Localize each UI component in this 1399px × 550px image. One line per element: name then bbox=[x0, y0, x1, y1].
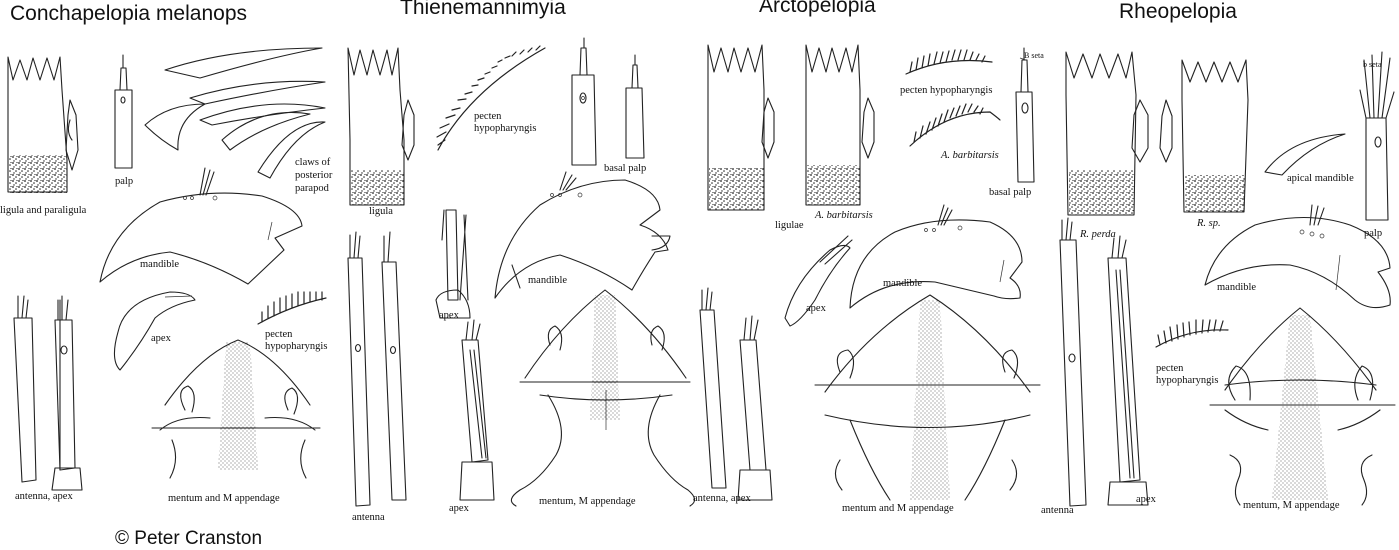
label-mandible: mandible bbox=[1217, 282, 1257, 293]
title-arctopelopia: Arctopelopia bbox=[759, 0, 876, 17]
label-mandible: mandible bbox=[140, 259, 180, 270]
label-ligula-and-paraligula: ligula and paraligula bbox=[0, 205, 87, 216]
antenna-drawing bbox=[13, 295, 83, 491]
label-basal-palp: basal palp bbox=[989, 187, 1032, 198]
label-apex-upper: apex bbox=[439, 310, 459, 321]
arctopelopia-drawings bbox=[699, 44, 1041, 501]
pecten-drawing bbox=[905, 49, 993, 75]
label-pecten-line2: hypopharyngis bbox=[474, 123, 537, 134]
antenna-drawing bbox=[699, 287, 773, 501]
mentum-drawing bbox=[1209, 307, 1396, 506]
label-mentum: mentum, M appendage bbox=[539, 496, 636, 507]
ligula-drawing bbox=[347, 47, 415, 206]
label-claws-line2: posterior bbox=[295, 170, 333, 181]
label-r-sp-text: R. sp. bbox=[1197, 218, 1221, 229]
label-b-seta: b seta bbox=[1363, 60, 1382, 69]
barbitarsis-pecten-drawing bbox=[909, 103, 1001, 147]
label-r-sp: R. sp. bbox=[1197, 218, 1221, 230]
label-claws-line1: claws of bbox=[295, 157, 331, 168]
rheopelopia-drawings bbox=[1059, 51, 1396, 507]
label-apex: apex bbox=[1136, 494, 1156, 505]
antenna-drawing bbox=[347, 231, 407, 507]
title-rheopelopia: Rheopelopia bbox=[1119, 0, 1237, 23]
mandible-drawing bbox=[849, 204, 1023, 309]
pecten-drawing bbox=[257, 291, 327, 325]
ligula-r-sp-drawing bbox=[1159, 59, 1249, 213]
label-mentum: mentum, M appendage bbox=[1243, 500, 1340, 511]
ligula-drawing bbox=[7, 56, 79, 193]
label-pecten-hypopharyngis: pecten hypopharyngis bbox=[900, 85, 993, 96]
claws-drawing bbox=[144, 47, 326, 179]
title-conchapelopia: Conchapelopia melanops bbox=[10, 2, 247, 25]
title-thienemannimyia: Thienemannimyia bbox=[400, 0, 566, 19]
label-mandible: mandible bbox=[883, 278, 923, 289]
antenna-drawing bbox=[1059, 217, 1149, 507]
label-ligula: ligula bbox=[369, 206, 393, 217]
label-barbitarsis-pecten-text: A. barbitarsis bbox=[941, 150, 999, 161]
mentum-drawing bbox=[814, 294, 1041, 501]
pecten-drawing bbox=[436, 45, 546, 151]
basal-palp-drawing bbox=[571, 37, 645, 166]
label-antenna-apex: antenna, apex bbox=[693, 493, 751, 504]
apex-lower-drawing bbox=[459, 319, 495, 501]
label-palp: palp bbox=[1364, 228, 1383, 239]
label-palp: palp bbox=[115, 176, 134, 187]
label-b-seta: B seta bbox=[1024, 51, 1044, 60]
thienemannimyia-drawings bbox=[347, 37, 696, 507]
mandible-drawing bbox=[494, 171, 671, 299]
label-mandible: mandible bbox=[528, 275, 568, 286]
mentum-drawing bbox=[510, 289, 696, 507]
label-antenna: antenna bbox=[352, 512, 385, 523]
palp-drawing bbox=[114, 54, 133, 169]
ligulae-drawing bbox=[707, 44, 875, 211]
apex-drawing bbox=[784, 235, 853, 327]
label-r-perda-text: R. perda bbox=[1080, 229, 1116, 240]
label-basal-palp: basal palp bbox=[604, 163, 647, 174]
apical-mandible-drawing bbox=[1264, 133, 1346, 176]
label-antenna-apex: antenna, apex bbox=[15, 491, 73, 502]
mandible-drawing bbox=[1204, 204, 1391, 309]
label-pecten-line1: pecten bbox=[474, 111, 502, 122]
mandible-drawing bbox=[99, 167, 303, 285]
label-pecten-line1: pecten bbox=[1156, 363, 1184, 374]
copyright-notice: © Peter Cranston bbox=[115, 528, 263, 549]
basal-palp-drawing bbox=[1015, 47, 1035, 183]
label-apex-lower: apex bbox=[449, 503, 469, 514]
apex-drawing bbox=[113, 291, 196, 371]
mentum-drawing bbox=[151, 339, 321, 479]
label-barbitarsis-ligula: A. barbitarsis bbox=[815, 210, 873, 222]
label-apical-mandible: apical mandible bbox=[1287, 173, 1354, 184]
label-ligulae: ligulae bbox=[775, 220, 804, 231]
label-mentum: mentum and M appendage bbox=[168, 493, 280, 504]
label-apex: apex bbox=[151, 333, 171, 344]
label-claws-line3: parapod bbox=[295, 183, 329, 194]
label-pecten-line2: hypopharyngis bbox=[1156, 375, 1219, 386]
ligula-r-perda-drawing bbox=[1065, 51, 1149, 216]
pecten-drawing bbox=[1155, 319, 1229, 348]
label-barbitarsis-ligula-text: A. barbitarsis bbox=[815, 210, 873, 221]
label-pecten-line2: hypopharyngis bbox=[265, 341, 328, 352]
apex-drawing bbox=[435, 209, 471, 319]
conchapelopia-drawings bbox=[7, 47, 327, 491]
label-barbitarsis-pecten: A. barbitarsis bbox=[941, 150, 999, 162]
palp-drawing bbox=[1359, 51, 1395, 221]
label-mentum: mentum and M appendage bbox=[842, 503, 954, 514]
label-pecten-line1: pecten bbox=[265, 329, 293, 340]
label-r-perda: R. perda bbox=[1080, 229, 1116, 241]
label-antenna: antenna bbox=[1041, 505, 1074, 516]
label-apex: apex bbox=[806, 303, 826, 314]
